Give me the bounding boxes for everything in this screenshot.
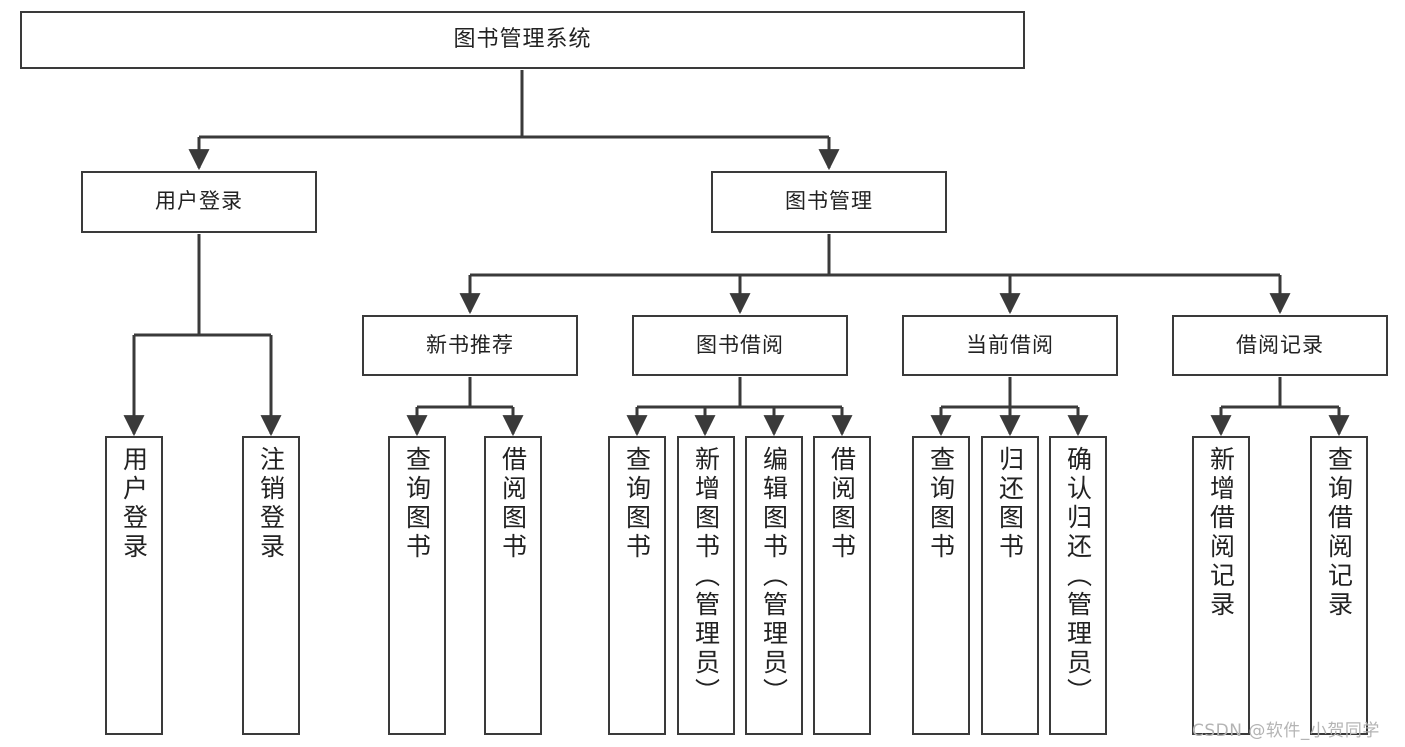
leaf-query-book-2-label: 查询图书 <box>622 446 652 562</box>
leaf-add-book[interactable]: 新增图书（管理员） <box>677 436 735 735</box>
node-user-login-label: 用户登录 <box>155 189 243 214</box>
node-current-borrow-label: 当前借阅 <box>966 332 1054 357</box>
leaf-return-book-label: 归还图书 <box>995 446 1025 562</box>
leaf-query-book-3-label: 查询图书 <box>926 446 956 562</box>
node-root-label: 图书管理系统 <box>453 26 592 52</box>
leaf-query-book-1[interactable]: 查询图书 <box>388 436 446 735</box>
node-book-manage[interactable]: 图书管理 <box>711 171 947 233</box>
leaf-add-record[interactable]: 新增借阅记录 <box>1192 436 1250 735</box>
leaf-user-login-label: 用户登录 <box>119 446 149 562</box>
leaf-query-book-2[interactable]: 查询图书 <box>608 436 666 735</box>
leaf-edit-book-label: 编辑图书（管理员） <box>759 446 789 707</box>
leaf-borrow-book-2-label: 借阅图书 <box>827 446 857 562</box>
leaf-confirm-return[interactable]: 确认归还（管理员） <box>1049 436 1107 735</box>
leaf-borrow-book-1[interactable]: 借阅图书 <box>484 436 542 735</box>
node-book-borrow[interactable]: 图书借阅 <box>632 315 848 376</box>
leaf-query-book-3[interactable]: 查询图书 <box>912 436 970 735</box>
node-borrow-record[interactable]: 借阅记录 <box>1172 315 1388 376</box>
leaf-add-book-label: 新增图书（管理员） <box>691 446 721 707</box>
node-current-borrow[interactable]: 当前借阅 <box>902 315 1118 376</box>
leaf-borrow-book-1-label: 借阅图书 <box>498 446 528 562</box>
leaf-logout-login-label: 注销登录 <box>256 446 286 562</box>
leaf-edit-book[interactable]: 编辑图书（管理员） <box>745 436 803 735</box>
leaf-query-book-1-label: 查询图书 <box>402 446 432 562</box>
leaf-query-record[interactable]: 查询借阅记录 <box>1310 436 1368 735</box>
leaf-add-record-label: 新增借阅记录 <box>1206 446 1236 620</box>
leaf-user-login[interactable]: 用户登录 <box>105 436 163 735</box>
node-new-book-recommend[interactable]: 新书推荐 <box>362 315 578 376</box>
node-root[interactable]: 图书管理系统 <box>20 11 1025 69</box>
node-borrow-record-label: 借阅记录 <box>1236 332 1324 357</box>
leaf-return-book[interactable]: 归还图书 <box>981 436 1039 735</box>
node-new-book-recommend-label: 新书推荐 <box>426 332 514 357</box>
leaf-borrow-book-2[interactable]: 借阅图书 <box>813 436 871 735</box>
node-book-manage-label: 图书管理 <box>785 189 873 214</box>
leaf-confirm-return-label: 确认归还（管理员） <box>1063 446 1093 707</box>
leaf-query-record-label: 查询借阅记录 <box>1324 446 1354 620</box>
node-book-borrow-label: 图书借阅 <box>696 332 784 357</box>
leaf-logout-login[interactable]: 注销登录 <box>242 436 300 735</box>
csdn-watermark: CSDN @软件_小贺同学 <box>1192 721 1380 741</box>
node-user-login[interactable]: 用户登录 <box>81 171 317 233</box>
